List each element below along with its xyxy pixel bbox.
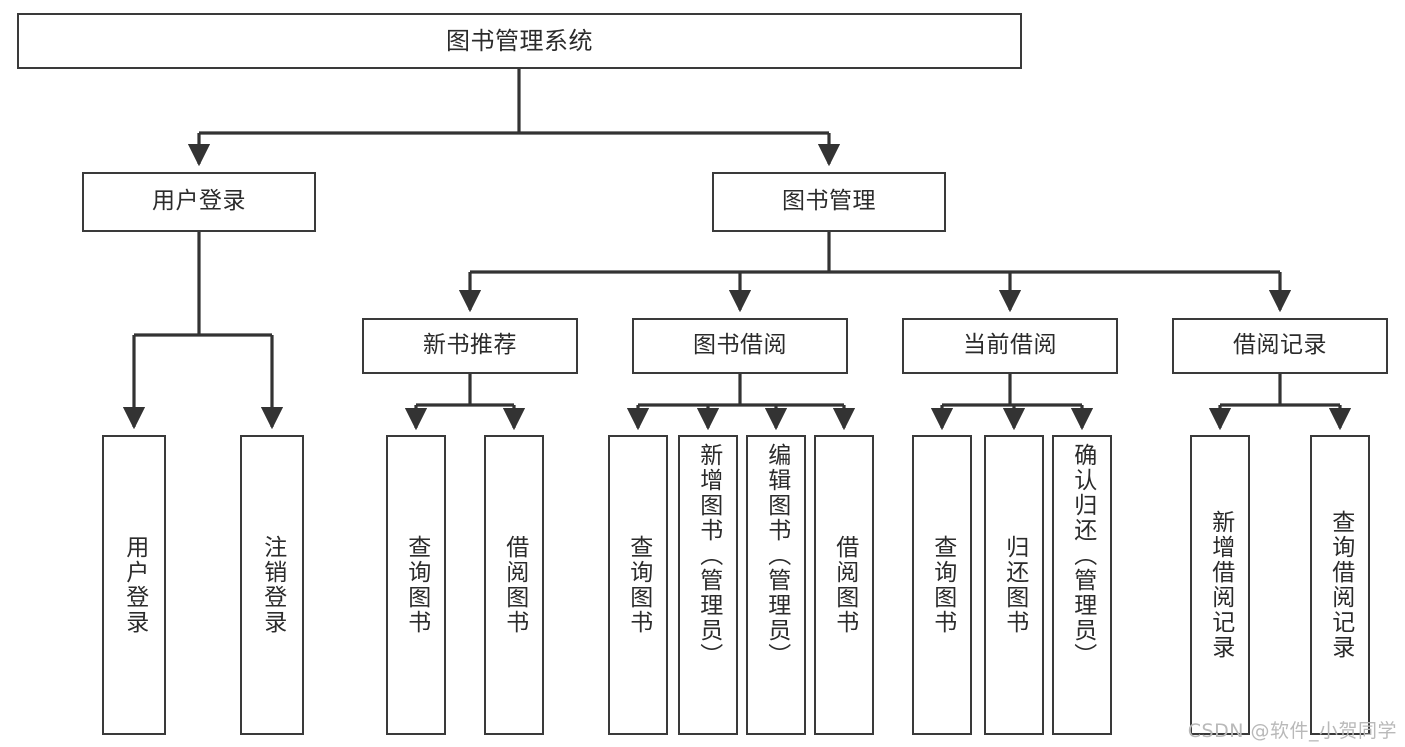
node-leaf-query-record-label: 查询借阅记录 <box>1327 510 1354 660</box>
node-book-borrow[interactable]: 图书借阅 <box>632 318 848 374</box>
node-root[interactable]: 图书管理系统 <box>17 13 1022 69</box>
watermark: CSDN @软件_小贺同学 <box>1187 720 1397 742</box>
node-leaf-borrow-book-1-label: 借阅图书 <box>501 535 528 635</box>
node-new-book-recommend-label: 新书推荐 <box>423 332 517 359</box>
node-leaf-add-record-label: 新增借阅记录 <box>1207 510 1234 660</box>
node-user-login-label: 用户登录 <box>152 188 246 215</box>
node-borrow-record-label: 借阅记录 <box>1233 332 1327 359</box>
node-leaf-query-book-3-label: 查询图书 <box>929 535 956 635</box>
node-leaf-query-book-2[interactable]: 查询图书 <box>608 435 668 735</box>
node-new-book-recommend[interactable]: 新书推荐 <box>362 318 578 374</box>
node-leaf-query-book-1[interactable]: 查询图书 <box>386 435 446 735</box>
node-leaf-user-login[interactable]: 用户登录 <box>102 435 166 735</box>
node-leaf-borrow-book-1[interactable]: 借阅图书 <box>484 435 544 735</box>
node-leaf-confirm-return-label: 确认归还（管理员） <box>1069 443 1096 668</box>
node-leaf-user-login-label: 用户登录 <box>121 535 148 635</box>
node-leaf-edit-book[interactable]: 编辑图书（管理员） <box>746 435 806 735</box>
node-root-label: 图书管理系统 <box>446 26 593 55</box>
node-leaf-query-book-3[interactable]: 查询图书 <box>912 435 972 735</box>
node-borrow-record[interactable]: 借阅记录 <box>1172 318 1388 374</box>
node-leaf-confirm-return[interactable]: 确认归还（管理员） <box>1052 435 1112 735</box>
node-leaf-return-book[interactable]: 归还图书 <box>984 435 1044 735</box>
node-leaf-edit-book-label: 编辑图书（管理员） <box>763 443 790 668</box>
node-leaf-add-book[interactable]: 新增图书（管理员） <box>678 435 738 735</box>
node-leaf-query-book-1-label: 查询图书 <box>403 535 430 635</box>
node-leaf-logout[interactable]: 注销登录 <box>240 435 304 735</box>
node-current-borrow-label: 当前借阅 <box>963 332 1057 359</box>
node-book-manage-label: 图书管理 <box>782 188 876 215</box>
node-leaf-borrow-book-2[interactable]: 借阅图书 <box>814 435 874 735</box>
node-leaf-return-book-label: 归还图书 <box>1001 535 1028 635</box>
node-leaf-borrow-book-2-label: 借阅图书 <box>831 535 858 635</box>
node-leaf-add-book-label: 新增图书（管理员） <box>695 443 722 668</box>
node-current-borrow[interactable]: 当前借阅 <box>902 318 1118 374</box>
node-book-manage[interactable]: 图书管理 <box>712 172 946 232</box>
node-book-borrow-label: 图书借阅 <box>693 332 787 359</box>
node-leaf-query-record[interactable]: 查询借阅记录 <box>1310 435 1370 735</box>
node-leaf-add-record[interactable]: 新增借阅记录 <box>1190 435 1250 735</box>
node-user-login[interactable]: 用户登录 <box>82 172 316 232</box>
node-leaf-logout-label: 注销登录 <box>259 535 286 635</box>
node-leaf-query-book-2-label: 查询图书 <box>625 535 652 635</box>
